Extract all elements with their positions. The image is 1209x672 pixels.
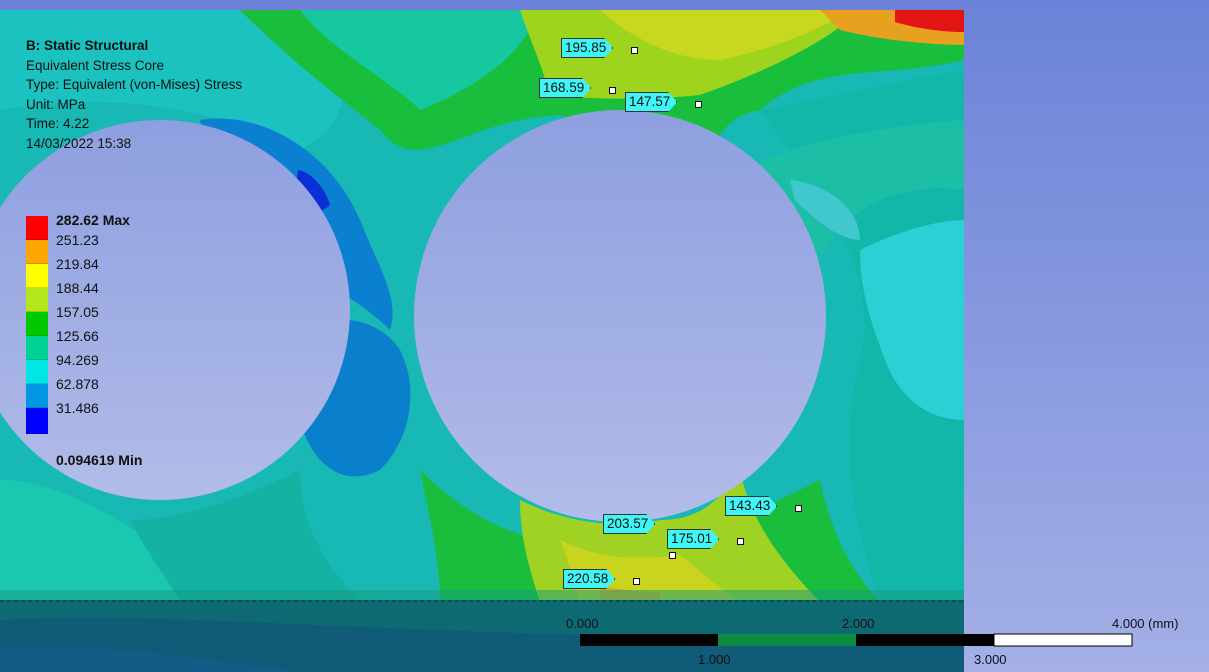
- scale-seg-3: [856, 634, 994, 646]
- legend-min-label: 0.094619 Min: [56, 452, 143, 468]
- scale-seg-1: [580, 634, 718, 646]
- probe-pin-icon[interactable]: [631, 47, 638, 54]
- center-hole: [414, 110, 826, 522]
- probe-label[interactable]: 195.85: [561, 38, 638, 58]
- legend-level-label: 188.44: [56, 280, 99, 296]
- probe-pin-icon[interactable]: [795, 505, 802, 512]
- left-hole: [0, 120, 350, 500]
- legend-swatch: [26, 240, 48, 264]
- probe-label[interactable]: 175.01: [667, 529, 744, 559]
- probe-value: 147.57: [625, 92, 677, 112]
- legend-swatch: [26, 216, 48, 240]
- probe-value: 175.01: [667, 529, 719, 549]
- legend-level-label: 157.05: [56, 304, 99, 320]
- legend-swatch: [26, 336, 48, 360]
- result-time: Time: 4.22: [26, 116, 90, 131]
- legend-level-label: 31.486: [56, 400, 99, 416]
- probe-pin-icon[interactable]: [669, 552, 676, 559]
- scale-label: 0.000: [566, 616, 599, 631]
- probe-label[interactable]: 143.43: [725, 496, 802, 516]
- probe-label[interactable]: 147.57: [625, 92, 702, 112]
- model-body: [0, 10, 964, 604]
- scale-seg-4: [993, 633, 1133, 647]
- probe-value: 195.85: [561, 38, 613, 58]
- scale-label: 3.000: [974, 652, 1007, 667]
- scale-bar: [580, 633, 1133, 647]
- probe-label[interactable]: 203.57: [603, 514, 655, 534]
- legend-level-label: 219.84: [56, 256, 99, 272]
- probe-value: 203.57: [603, 514, 655, 534]
- probe-value: 220.58: [563, 569, 615, 589]
- legend-max-label: 282.62 Max: [56, 212, 130, 228]
- scale-label: 1.000: [698, 652, 731, 667]
- legend-swatch: [26, 312, 48, 336]
- legend-level-label: 94.269: [56, 352, 99, 368]
- result-unit: Unit: MPa: [26, 96, 86, 112]
- scale-label: 2.000: [842, 616, 875, 631]
- legend-swatch: [26, 384, 48, 408]
- probe-label[interactable]: 220.58: [563, 569, 640, 589]
- result-type: Type: Equivalent (von-Mises) Stress: [26, 77, 243, 92]
- scale-seg-2: [718, 634, 856, 646]
- legend-swatch: [26, 264, 48, 288]
- probe-pin-icon[interactable]: [737, 538, 744, 545]
- legend-level-label: 125.66: [56, 328, 99, 344]
- legend-level-label: 62.878: [56, 376, 99, 392]
- legend-color-bar: [26, 216, 48, 434]
- probe-pin-icon[interactable]: [609, 87, 616, 94]
- probe-label[interactable]: 168.59: [539, 78, 616, 98]
- legend-level-label: 251.23: [56, 232, 99, 248]
- analysis-title: B: Static Structural: [26, 38, 149, 53]
- result-date: 14/03/2022 15:38: [26, 135, 132, 151]
- probe-value: 143.43: [725, 496, 777, 516]
- probe-value: 168.59: [539, 78, 591, 98]
- scale-label: 4.000 (mm): [1112, 616, 1179, 631]
- legend-swatch: [26, 360, 48, 384]
- result-info: B: Static Structural Equivalent Stress C…: [26, 36, 242, 153]
- probe-pin-icon[interactable]: [633, 578, 640, 585]
- probe-pin-icon[interactable]: [695, 101, 702, 108]
- legend-swatch: [26, 288, 48, 312]
- legend-swatch: [26, 408, 48, 434]
- result-name: Equivalent Stress Core: [26, 57, 165, 73]
